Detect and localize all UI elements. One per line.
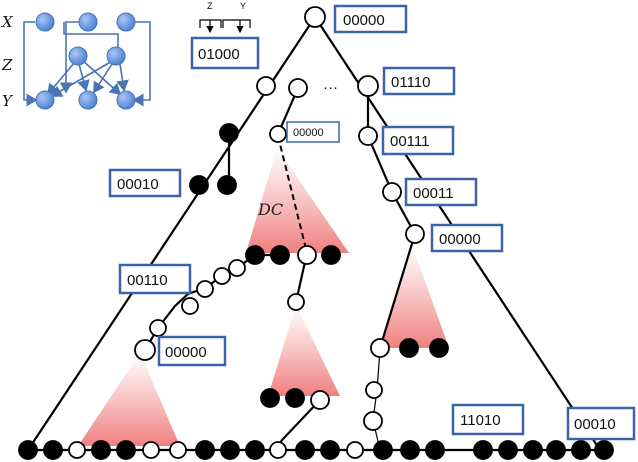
- node-m2: [181, 297, 199, 315]
- node-i2: [269, 125, 287, 143]
- z-node-2: [106, 46, 126, 66]
- y-node-3: [116, 90, 136, 110]
- dc-dashed-line: [277, 135, 308, 254]
- x-node-2: [78, 12, 98, 32]
- x-node-3: [116, 12, 136, 32]
- node-mid-b2: [285, 388, 305, 408]
- node-r6: [365, 381, 383, 399]
- var-z-label: Z: [1, 56, 13, 74]
- node-mid-top: [287, 293, 305, 311]
- y-node-1: [35, 90, 55, 110]
- label-right3: 00011: [404, 177, 478, 207]
- svg-text:00010: 00010: [574, 416, 616, 433]
- svg-text:Y: Y: [240, 1, 246, 11]
- node-r5b: [399, 338, 419, 358]
- causal-network: X Z Y: [1, 12, 151, 110]
- node-l2b: [217, 175, 237, 195]
- label-right2: 00111: [381, 125, 455, 156]
- node-r7: [363, 411, 383, 431]
- subtree-triangle-mid: [268, 305, 340, 396]
- network-code: 01000 Z Y: [190, 1, 260, 70]
- var-x-label: X: [1, 13, 14, 31]
- svg-text:00000: 00000: [343, 12, 385, 29]
- node-m5: [228, 259, 246, 277]
- dc-label: DC: [257, 200, 283, 219]
- svg-text:Z: Z: [207, 1, 213, 11]
- svg-text:00000: 00000: [293, 127, 324, 139]
- svg-text:00011: 00011: [413, 185, 454, 202]
- label-bottom-right1: 11010: [451, 403, 525, 436]
- node-l2a: [189, 175, 209, 195]
- node-r1: [357, 75, 379, 97]
- label-inner-small: 00000: [286, 121, 340, 143]
- subtree-triangle-right: [379, 245, 449, 348]
- y-node-2: [78, 90, 98, 110]
- node-l1: [256, 76, 276, 96]
- node-root: [304, 6, 326, 28]
- svg-text:00010: 00010: [117, 176, 159, 193]
- node-mid-b1: [260, 388, 280, 408]
- subtree-triangle-left: [78, 353, 180, 446]
- right-chain: [366, 86, 416, 235]
- node-m4: [213, 267, 231, 285]
- subtree-triangle-dc: [246, 148, 349, 253]
- var-y-label: Y: [2, 92, 14, 110]
- label-right4: 00000: [430, 223, 504, 253]
- node-m3: [196, 280, 214, 298]
- node-r2: [358, 126, 378, 146]
- node-dc2: [270, 245, 290, 265]
- label-bottom-right2: 00010: [566, 406, 636, 441]
- right-chain-down: [378, 233, 417, 349]
- node-dc3: [297, 245, 317, 265]
- node-i1: [288, 78, 308, 98]
- node-m1: [149, 319, 167, 337]
- ellipsis: ···: [323, 79, 338, 96]
- label-top: 00000: [333, 4, 408, 34]
- svg-text:01110: 01110: [391, 74, 431, 91]
- node-r5c: [429, 338, 449, 358]
- node-r3: [382, 182, 402, 202]
- node-mid-b3: [310, 390, 330, 410]
- label-left1: 00010: [108, 168, 182, 198]
- node-r4: [405, 224, 425, 244]
- x-node-1: [35, 12, 55, 32]
- svg-text:01000: 01000: [198, 46, 240, 63]
- svg-text:11010: 11010: [460, 412, 501, 429]
- label-left3: 00000: [157, 335, 227, 367]
- node-dc1: [245, 245, 265, 265]
- node-r5: [370, 338, 390, 358]
- svg-text:00000: 00000: [165, 344, 207, 361]
- svg-text:00111: 00111: [390, 133, 430, 150]
- svg-text:00110: 00110: [127, 272, 168, 289]
- node-l2: [219, 123, 239, 143]
- svg-text:00000: 00000: [439, 231, 481, 248]
- label-right1: 01110: [382, 66, 456, 96]
- label-left2: 00110: [118, 263, 192, 295]
- node-l3: [134, 339, 156, 361]
- bottom-row-nodes: [18, 440, 614, 460]
- right-chain-lower: [372, 349, 381, 451]
- z-node-1: [68, 46, 88, 66]
- node-dc4: [321, 245, 341, 265]
